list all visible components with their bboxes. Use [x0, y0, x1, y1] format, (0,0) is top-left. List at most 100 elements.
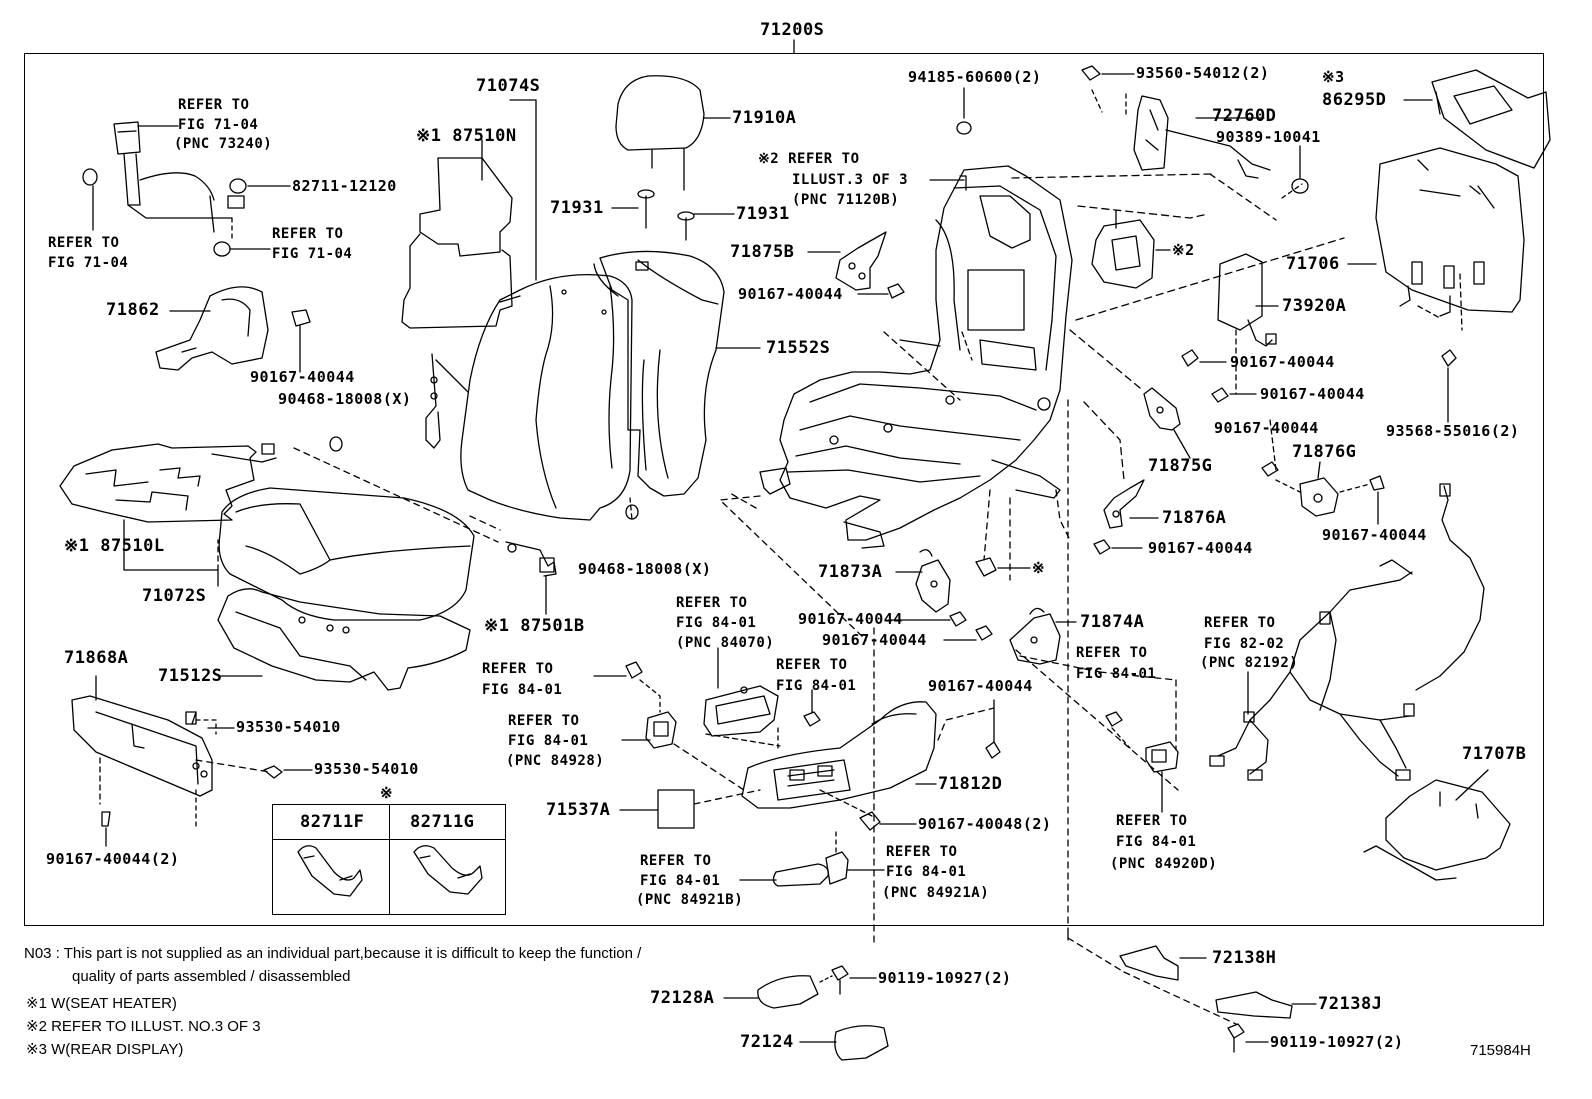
ref-82192-2: FIG 82-02 — [1204, 636, 1285, 652]
part-label-90167-40044-2[interactable]: 90167-40044(2) — [46, 850, 180, 868]
part-label-90167-d[interactable]: 90167-40044 — [1214, 419, 1319, 437]
part-label-73920a[interactable]: 73920A — [1282, 296, 1347, 316]
part-label-71910a[interactable]: 71910A — [732, 108, 797, 128]
callout-col-82711g[interactable]: 82711G — [410, 812, 475, 832]
part-label-71862[interactable]: 71862 — [106, 300, 160, 320]
part-label-71875b[interactable]: 71875B — [730, 242, 795, 262]
part-label-71876a[interactable]: 71876A — [1162, 508, 1227, 528]
cover-72124-drawing — [834, 1025, 889, 1061]
ref-84921a-1: REFER TO — [886, 844, 958, 860]
part-label-90167-f[interactable]: 90167-40044 — [1148, 539, 1253, 557]
part-label-90119-lower[interactable]: 90119-10927(2) — [1270, 1033, 1404, 1051]
knob-84921a-drawing — [825, 851, 849, 885]
part-label-72124[interactable]: 72124 — [740, 1032, 794, 1052]
part-label-86295d[interactable]: 86295D — [1322, 90, 1387, 110]
rear-panel-71706-drawing — [1375, 147, 1525, 317]
part-label-72138j[interactable]: 72138J — [1318, 994, 1383, 1014]
part-label-93568[interactable]: 93568-55016(2) — [1386, 422, 1520, 440]
ref-illust-2: ILLUST.3 OF 3 — [792, 172, 909, 188]
cover-72138h-drawing — [1119, 945, 1179, 981]
part-label-90167-g[interactable]: 90167-40044 — [738, 285, 843, 303]
part-label-71074s[interactable]: 71074S — [476, 76, 541, 96]
ref-left-2: FIG 71-04 — [48, 255, 129, 271]
ref-84920d-1: REFER TO — [1116, 813, 1188, 829]
part-label-90167-h[interactable]: 90167-40044 — [798, 610, 903, 628]
ref-84920d-3: (PNC 84920D) — [1110, 856, 1218, 872]
part-label-93560[interactable]: 93560-54012(2) — [1136, 64, 1270, 82]
seat-frame-drawing — [759, 165, 1073, 549]
part-label-90167-j[interactable]: 90167-40044 — [928, 677, 1033, 695]
label-71537a-drawing — [657, 789, 695, 829]
ref-84921b-3: (PNC 84921B) — [636, 892, 744, 908]
seat-cushion-71072s-drawing — [218, 487, 475, 621]
part-label-90167-b[interactable]: 90167-40044 — [1230, 353, 1335, 371]
ref-fig-84-01-a-2: FIG 84-01 — [482, 682, 563, 698]
ref-84921b-1: REFER TO — [640, 853, 712, 869]
part-label-71707b[interactable]: 71707B — [1462, 744, 1527, 764]
part-label-71874a[interactable]: 71874A — [1080, 612, 1145, 632]
part-label-87510n[interactable]: ※1 87510N — [416, 126, 517, 146]
part-label-71873a[interactable]: 71873A — [818, 562, 883, 582]
part-label-72760d[interactable]: 72760D — [1212, 106, 1277, 126]
part-label-90167-a[interactable]: 90167-40044 — [250, 368, 355, 386]
bracket-71876g-drawing — [1299, 477, 1339, 517]
part-label-71706[interactable]: 71706 — [1286, 254, 1340, 274]
cover-72128a-drawing — [757, 975, 819, 1009]
part-label-90167-c[interactable]: 90167-40044 — [1260, 385, 1365, 403]
bracket-x2-drawing — [1091, 209, 1155, 289]
ref-fig-84-01-c-2: FIG 84-01 — [1076, 666, 1157, 682]
callout-col-82711f[interactable]: 82711F — [300, 812, 365, 832]
part-label-71931-right[interactable]: 71931 — [736, 204, 790, 224]
clip-82711f-drawing — [297, 845, 363, 897]
bracket-71875g-drawing — [1143, 387, 1181, 431]
part-label-93530-upper[interactable]: 93530-54010 — [236, 718, 341, 736]
ref-84921a-2: FIG 84-01 — [886, 864, 967, 880]
part-label-87510l[interactable]: ※1 87510L — [64, 536, 165, 556]
ref-82192-3: (PNC 82192) — [1200, 655, 1299, 671]
ref-mid-2: FIG 71-04 — [272, 246, 353, 262]
part-label-71552s[interactable]: 71552S — [766, 338, 831, 358]
part-label-90389[interactable]: 90389-10041 — [1216, 128, 1321, 146]
part-label-71512s[interactable]: 71512S — [158, 666, 223, 686]
connector-84920d-drawing — [1105, 711, 1179, 773]
rear-panel-86295d-drawing — [1431, 69, 1551, 169]
part-label-71876g[interactable]: 71876G — [1292, 442, 1357, 462]
part-label-82711-12120[interactable]: 82711-12120 — [292, 177, 397, 195]
wire-harness-drawing — [1209, 483, 1485, 781]
part-label-71931-left[interactable]: 71931 — [550, 198, 604, 218]
part-label-90119-upper[interactable]: 90119-10927(2) — [878, 969, 1012, 987]
cover-72138j-drawing — [1215, 991, 1293, 1019]
ref-84070-1: REFER TO — [676, 595, 748, 611]
part-label-90468-upper[interactable]: 90468-18008(X) — [278, 390, 412, 408]
part-label-90167-i[interactable]: 90167-40044 — [822, 631, 927, 649]
note-x3: ※3 W(REAR DISPLAY) — [26, 1041, 184, 1058]
part-label-90167-e[interactable]: 90167-40044 — [1322, 526, 1427, 544]
part-label-72138h[interactable]: 72138H — [1212, 948, 1277, 968]
ref-fig-84-01-b-2: FIG 84-01 — [776, 678, 857, 694]
part-label-90167-40048[interactable]: 90167-40048(2) — [918, 815, 1052, 833]
ref-84921a-3: (PNC 84921A) — [882, 885, 990, 901]
part-label-90468-lower[interactable]: 90468-18008(X) — [578, 560, 712, 578]
part-label-72128a[interactable]: 72128A — [650, 988, 715, 1008]
ref-84928-2: FIG 84-01 — [508, 733, 589, 749]
part-label-71537a[interactable]: 71537A — [546, 800, 611, 820]
ref-84070-2: FIG 84-01 — [676, 615, 757, 631]
note-n03-line2: quality of parts assembled / disassemble… — [72, 968, 351, 985]
ref-84920d-2: FIG 84-01 — [1116, 834, 1197, 850]
note-x1: ※1 W(SEAT HEATER) — [26, 995, 177, 1012]
part-label-71868a[interactable]: 71868A — [64, 648, 129, 668]
seat-pad-71512s-drawing — [217, 588, 471, 691]
part-label-71875g[interactable]: 71875G — [1148, 456, 1213, 476]
connector-87501b-drawing — [505, 541, 557, 577]
part-label-87501b[interactable]: ※1 87501B — [484, 616, 585, 636]
switch-module-84070-drawing — [703, 685, 779, 737]
ref-84070-3: (PNC 84070) — [676, 635, 775, 651]
part-label-93530-lower[interactable]: 93530-54010 — [314, 760, 419, 778]
ref-84921b-2: FIG 84-01 — [640, 873, 721, 889]
part-label-71072s[interactable]: 71072S — [142, 586, 207, 606]
part-label-94185[interactable]: 94185-60600(2) — [908, 68, 1042, 86]
clip-82711g-drawing — [413, 845, 483, 895]
part-label-71812d[interactable]: 71812D — [938, 774, 1003, 794]
clip-x-drawing — [975, 557, 997, 577]
